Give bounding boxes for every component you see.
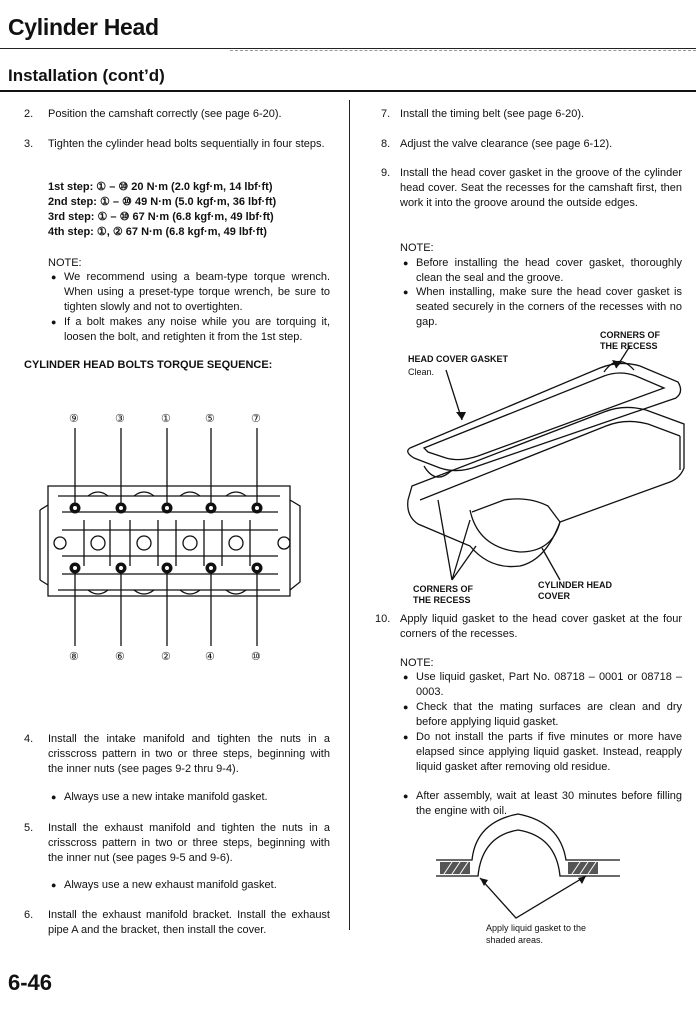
page-title: Cylinder Head	[8, 14, 159, 40]
step-10-number: 10.	[375, 613, 391, 625]
bolt-label-bottom: ④	[205, 651, 215, 663]
step-9-number: 9.	[381, 167, 391, 179]
step-8-number: 8.	[381, 138, 391, 150]
note-item: Before installing the head cover gasket,…	[403, 256, 682, 286]
label-head-cover-gasket: HEAD COVER GASKET	[408, 354, 509, 364]
section-subtitle: Installation (cont’d)	[8, 66, 165, 85]
step-10-text: Apply liquid gasket to the head cover ga…	[400, 613, 682, 640]
note-label: NOTE:	[48, 257, 82, 269]
note-label: NOTE:	[400, 242, 434, 254]
step-7-text: Install the timing belt (see page 6-20).	[400, 108, 585, 120]
step-7-number: 7.	[381, 108, 391, 120]
torque-step-3: 3rd step: ① – ⑩ 67 N·m (6.8 kgf·m, 49 lb…	[48, 211, 274, 223]
bolt-label-top: ⑦	[251, 413, 261, 425]
note-item: Do not install the parts if five minutes…	[403, 730, 682, 775]
label-cylinder-head-cover: CYLINDER HEAD COVER	[538, 580, 613, 601]
note-item: We recommend using a beam-type torque wr…	[51, 270, 330, 315]
bolt-label-top: ⑨	[69, 413, 79, 425]
step-3-number: 3.	[24, 138, 34, 150]
step-2-text: Position the camshaft correctly (see pag…	[48, 108, 282, 120]
step-4-text: Install the intake manifold and tighten …	[48, 733, 330, 775]
step-2-number: 2.	[24, 108, 34, 120]
torque-step-1: 1st step: ① – ⑩ 20 N·m (2.0 kgf·m, 14 lb…	[48, 181, 273, 193]
bolt-label-top: ③	[115, 413, 125, 425]
step-9-text: Install the head cover gasket in the gro…	[400, 167, 682, 209]
note-label: NOTE:	[400, 657, 434, 669]
title-rule	[0, 48, 696, 49]
diagram-title: CYLINDER HEAD BOLTS TORQUE SEQUENCE:	[24, 359, 273, 371]
label-corners-of-recess-bottom: CORNERS OF THE RECESS	[413, 584, 474, 605]
bolt-label-bottom: ⑥	[115, 651, 125, 663]
detail-caption: Apply liquid gasket to the shaded areas.	[486, 923, 587, 945]
step-5-text: Install the exhaust manifold and tighten…	[48, 822, 330, 864]
note-item: If a bolt makes any noise while you are …	[51, 315, 330, 345]
page-number: 6-46	[8, 970, 53, 995]
column-divider	[349, 100, 350, 930]
label-corners-of-recess-top: CORNERS OF THE RECESS	[600, 330, 661, 351]
step-3-text: Tighten the cylinder head bolts sequenti…	[48, 138, 325, 150]
title-dash-rule	[230, 50, 696, 51]
step-5-note: Always use a new exhaust manifold gasket…	[51, 878, 330, 893]
bolt-label-bottom: ⑧	[69, 651, 79, 663]
note-item: After assembly, wait at least 30 minutes…	[403, 789, 682, 819]
note-item: Use liquid gasket, Part No. 08718 – 0001…	[403, 670, 682, 700]
note-item: When installing, make sure the head cove…	[403, 285, 682, 330]
label-clean: Clean.	[408, 367, 435, 377]
step-4-note: Always use a new intake manifold gasket.	[51, 790, 330, 805]
step-8-text: Adjust the valve clearance (see page 6-1…	[400, 138, 613, 150]
bolt-label-bottom: ②	[161, 651, 171, 663]
torque-step-4: 4th step: ①, ② 67 N·m (6.8 kgf·m, 49 lbf…	[48, 226, 267, 238]
step-5-number: 5.	[24, 822, 34, 834]
step-6-text: Install the exhaust manifold bracket. In…	[48, 909, 330, 936]
step-4-number: 4.	[24, 733, 34, 745]
bolt-label-top: ①	[161, 413, 171, 425]
note-item: Check that the mating surfaces are clean…	[403, 700, 682, 730]
torque-step-2: 2nd step: ① – ⑩ 49 N·m (5.0 kgf·m, 36 lb…	[48, 196, 277, 208]
subtitle-rule	[0, 90, 696, 92]
bolt-label-bottom: ⑩	[251, 651, 261, 663]
bolt-label-top: ⑤	[205, 413, 215, 425]
step-6-number: 6.	[24, 909, 34, 921]
